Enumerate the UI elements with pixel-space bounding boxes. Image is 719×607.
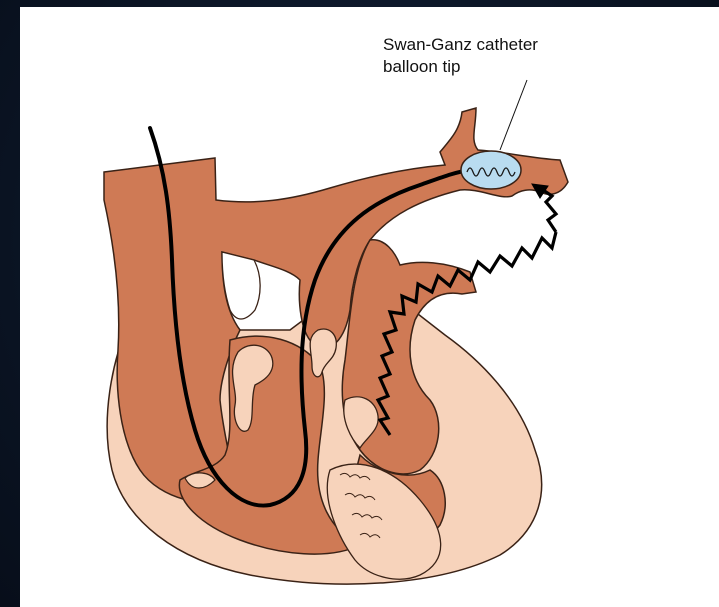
callout-label-line1: Swan-Ganz catheter xyxy=(383,34,538,55)
callout-label-line2: balloon tip xyxy=(383,56,461,77)
callout-leader xyxy=(500,80,527,150)
balloon-tip xyxy=(461,151,521,189)
